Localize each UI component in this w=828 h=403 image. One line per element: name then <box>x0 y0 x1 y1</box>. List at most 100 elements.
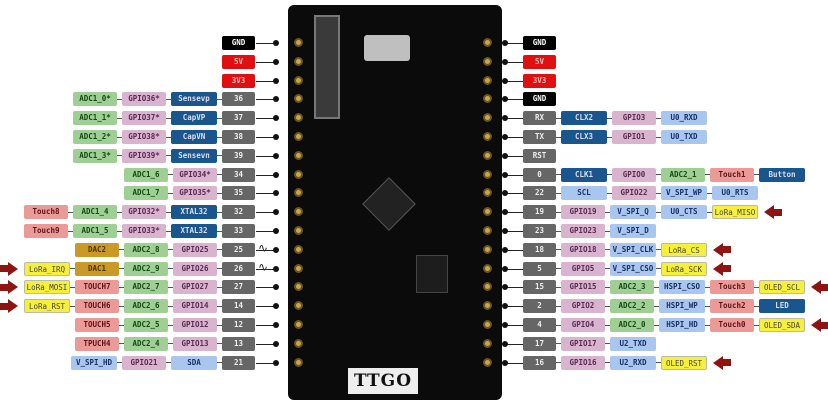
arrow-icon <box>711 355 731 370</box>
connector-line <box>754 305 759 307</box>
pin-dot <box>273 115 279 122</box>
pin-dot <box>273 265 279 272</box>
connector-line <box>168 343 173 345</box>
connector-line <box>217 230 222 232</box>
pin-function-label: Touch9 <box>24 224 68 238</box>
header-hole <box>483 320 492 329</box>
connector-line <box>605 362 610 364</box>
pin-function-label: GPIO23 <box>561 224 605 238</box>
pin-function-label: GPIO32* <box>122 205 166 220</box>
pin-function-label: GPIO26 <box>173 261 217 276</box>
pin-label: 23 <box>523 224 556 238</box>
connector-line <box>168 192 173 194</box>
connector-line <box>605 343 610 345</box>
pin-function-label: GPIO1 <box>612 130 656 144</box>
pin-function-label: GPIO17 <box>561 336 605 351</box>
connector-line <box>656 268 661 270</box>
pin-lead <box>256 43 276 44</box>
connector-line <box>656 117 661 119</box>
pin-label: 16 <box>523 355 556 370</box>
pin-label: 4 <box>523 318 556 332</box>
arrow-icon <box>0 280 20 295</box>
pin-lead <box>256 325 276 326</box>
pin-dot <box>502 284 508 291</box>
connector-line <box>119 286 124 288</box>
pin-dot <box>502 115 508 122</box>
connector-line <box>556 268 561 270</box>
pin-function-label: V_SPI_CLK <box>610 242 656 257</box>
pin-lead <box>256 193 276 195</box>
pin-label: 3V3 <box>222 73 255 88</box>
pin-label: 35 <box>222 186 255 201</box>
pin-dot <box>273 134 279 140</box>
pin-lead <box>256 137 276 138</box>
header-hole <box>294 94 303 104</box>
pin-function-label: CapVN <box>171 130 217 144</box>
pin-function-label: GPIO16 <box>561 355 605 370</box>
pin-dot <box>502 265 508 272</box>
pin-label: RX <box>523 111 556 126</box>
connector-line <box>166 136 171 138</box>
arrow-icon <box>762 205 782 220</box>
header-hole <box>483 150 492 160</box>
pin-label: 34 <box>222 167 255 182</box>
pin-label: GND <box>222 36 255 50</box>
connector-line <box>656 192 661 194</box>
pin-dot <box>502 152 508 159</box>
connector-line <box>605 268 610 270</box>
connector-line <box>556 286 561 288</box>
connector-line <box>605 249 610 251</box>
pin-function-label: GPIO19 <box>561 205 605 220</box>
connector-line <box>605 324 610 326</box>
connector-line <box>656 136 661 138</box>
pin-function-label: OLED_RST <box>661 355 707 370</box>
connector-line <box>119 305 124 307</box>
pin-function-label: Touch2 <box>710 299 754 314</box>
header-hole <box>294 56 303 66</box>
connector-line <box>556 305 561 307</box>
pin-dot <box>273 246 279 253</box>
pin-label: 3V3 <box>523 73 556 88</box>
pin-label: GND <box>523 36 556 50</box>
pin-function-label: LoRa_RST <box>24 299 70 314</box>
arrow-icon <box>0 299 20 314</box>
pin-row: GND <box>523 92 556 107</box>
pin-label: 25 <box>222 242 255 257</box>
pin-lead <box>506 287 523 289</box>
pin-label: 36 <box>222 92 255 107</box>
connector-line <box>556 192 561 194</box>
pin-function-label: U0_RTS <box>712 186 758 201</box>
pin-function-label: GPIO22 <box>612 186 656 201</box>
connector-line <box>656 362 661 364</box>
connector-line <box>656 249 661 251</box>
pin-lead <box>506 249 523 251</box>
pin-function-label: ADC1_1* <box>73 111 117 126</box>
header-hole <box>294 169 303 179</box>
pin-function-label: U0_TXD <box>661 130 707 144</box>
pin-function-label: ADC2_9 <box>124 261 168 276</box>
pin-lead <box>506 80 523 82</box>
pin-label: 33 <box>222 224 255 238</box>
connector-line <box>217 155 222 157</box>
connector-line <box>556 136 561 138</box>
pin-dot <box>273 228 279 234</box>
arrow-icon <box>809 318 828 332</box>
pin-dot <box>502 190 508 197</box>
connector-line <box>68 211 73 213</box>
pin-lead <box>256 61 276 63</box>
header-hole <box>294 263 303 273</box>
pin-dot <box>273 77 279 84</box>
pin-function-label: ADC2_4 <box>124 336 168 351</box>
